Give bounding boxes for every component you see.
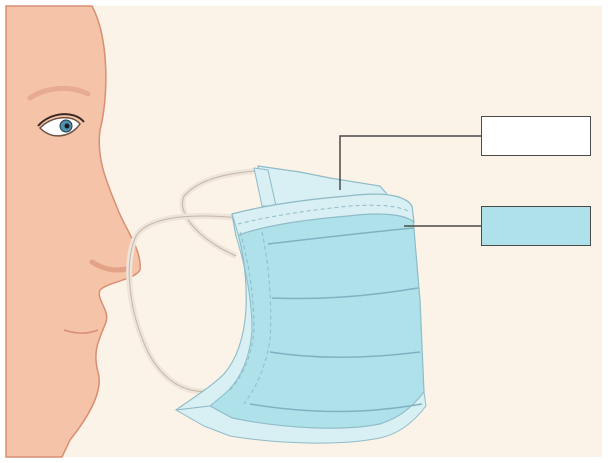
label-box-inner-layer [481,206,591,246]
label-box-outer-layer [481,116,591,156]
